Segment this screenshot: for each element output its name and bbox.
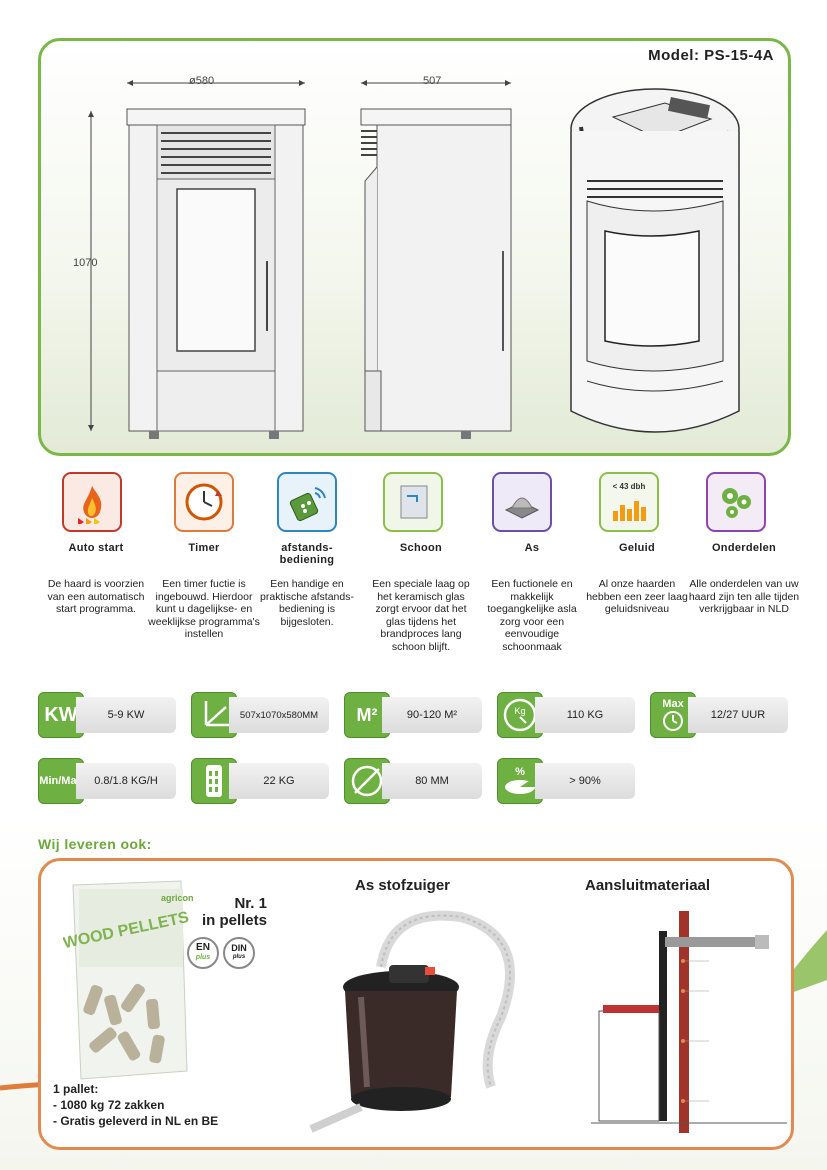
spec-burn-time: Max 12/27 UUR <box>650 692 788 738</box>
feature-title: Timer <box>188 542 220 554</box>
svg-text:agricon: agricon <box>161 893 193 903</box>
remote-control-icon <box>277 472 337 532</box>
rank-subtitle: in pellets <box>201 912 267 929</box>
clock-icon <box>174 472 234 532</box>
spec-value: 22 KG <box>229 763 329 799</box>
feature-desc: Een handige en praktische afstands- bedi… <box>260 578 354 628</box>
spec-consumption: Min/Max 0.8/1.8 KG/H <box>38 758 176 804</box>
sound-badge: < 43 dbh <box>612 481 646 491</box>
spec-value: > 90% <box>535 763 635 799</box>
pellets-rank: Nr. 1 in pellets <box>181 895 267 929</box>
feature-title: afstands- bediening <box>279 542 335 566</box>
spec-value: 5-9 KW <box>76 697 176 733</box>
gears-icon <box>706 472 766 532</box>
spec-area: M² 90-120 M² <box>344 692 482 738</box>
spec-power: KW 5-9 KW <box>38 692 176 738</box>
pallet-info: 1 pallet: - 1080 kg 72 zakken - Gratis g… <box>53 1081 273 1129</box>
feature-desc: Een speciale laag op het keramisch glas … <box>372 578 470 653</box>
ash-vacuum-image <box>309 910 515 1133</box>
feature-desc: Een fuctionele en makkelijk toegangkelij… <box>487 578 577 653</box>
ash-tray-icon <box>492 472 552 532</box>
pellet-bag-image: WOOD PELLETS agricon <box>63 880 193 1080</box>
spec-value: 90-120 M² <box>382 697 482 733</box>
features-row: Auto start De haard is voorzien van een … <box>40 472 800 682</box>
flame-icon <box>62 472 122 532</box>
pallet-line-1: - 1080 kg 72 zakken <box>53 1098 165 1112</box>
stove-drawing-panel: Model: PS-15-4A ø580 1070 <box>38 38 791 456</box>
vacuum-title: As stofzuiger <box>355 877 451 894</box>
also-heading: Wij leveren ook: <box>38 836 152 852</box>
model-label: Model: PS-15-4A <box>648 47 774 64</box>
spec-value: 110 KG <box>535 697 635 733</box>
spec-value: 0.8/1.8 KG/H <box>76 763 176 799</box>
height-dimension: 1070 <box>73 257 98 269</box>
spec-value: 80 MM <box>382 763 482 799</box>
sound-level-icon: < 43 dbh <box>599 472 659 532</box>
feature-desc: Een timer fuctie is ingebouwd. Hierdoor … <box>148 578 260 640</box>
spec-weight: Kg 110 KG <box>497 692 635 738</box>
svg-text:Kg: Kg <box>514 706 525 716</box>
spec-flue: 80 MM <box>344 758 482 804</box>
spec-dimensions: 507x1070x580MM <box>191 692 329 738</box>
feature-desc: De haard is voorzien van een automatisch… <box>47 578 145 615</box>
stove-3d-drawing <box>570 88 740 433</box>
feature-title: Auto start <box>68 542 124 554</box>
depth-dimension: 507 <box>423 75 442 87</box>
feature-desc: Al onze haarden hebben een zeer laag gel… <box>586 578 688 615</box>
front-view-drawing <box>88 80 306 439</box>
feature-desc: Alle onderdelen van uw haard zijn ten al… <box>688 578 800 615</box>
spec-hopper: 22 KG <box>191 758 329 804</box>
accessories-panel: WOOD PELLETS agricon Nr. 1 in pellets EN… <box>38 858 794 1150</box>
connection-title: Aansluitmateriaal <box>585 877 711 894</box>
side-view-drawing <box>360 80 512 439</box>
spec-efficiency: % > 90% <box>497 758 635 804</box>
rank-title: Nr. 1 <box>234 895 267 912</box>
feature-title: Schoon <box>399 542 443 554</box>
glass-icon <box>383 472 443 532</box>
diameter-dimension: ø580 <box>189 75 215 87</box>
connection-diagram <box>591 911 787 1133</box>
feature-title: Onderdelen <box>711 542 777 554</box>
pallet-line-2: - Gratis geleverd in NL en BE <box>53 1114 219 1128</box>
spec-value: 12/27 UUR <box>688 697 788 733</box>
feature-title: As <box>524 542 540 554</box>
spec-value: 507x1070x580MM <box>229 697 329 733</box>
pallet-label: 1 pallet: <box>53 1082 99 1096</box>
feature-title: Geluid <box>618 542 656 554</box>
